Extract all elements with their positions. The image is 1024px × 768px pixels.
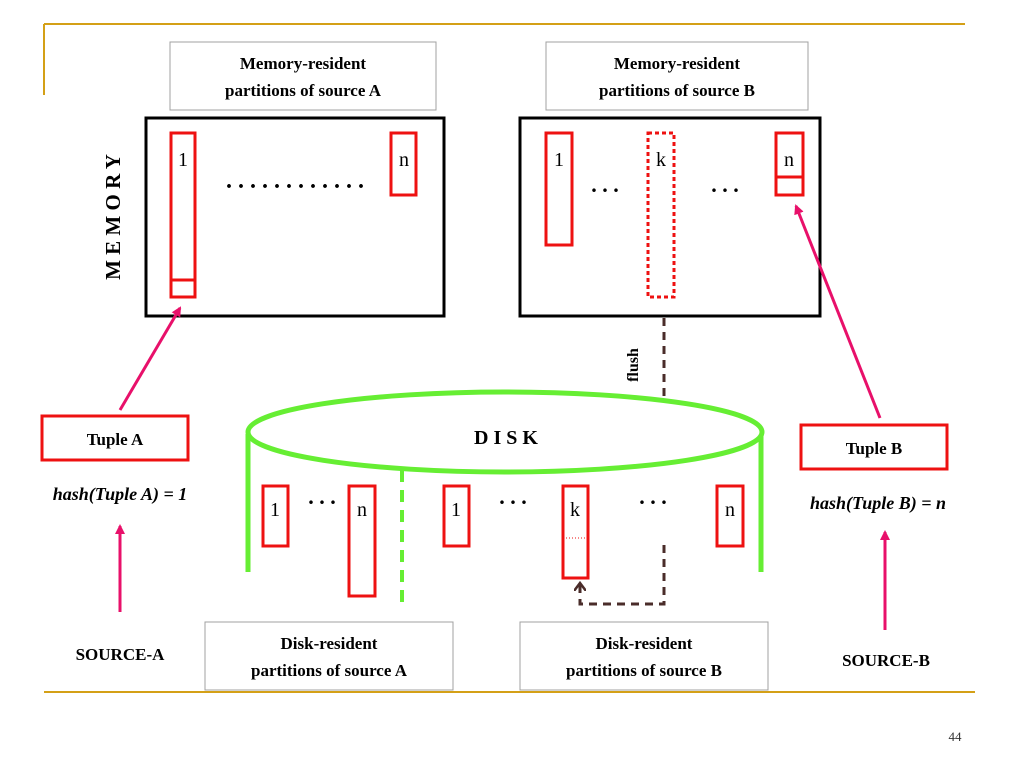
disk-a-caption-line1: Disk-resident (281, 634, 378, 653)
disk-b-caption-line2: partitions of source B (566, 661, 722, 680)
disk-a-caption: Disk-resident partitions of source A (204, 621, 454, 691)
mem-b-partition-1-label: 1 (554, 149, 564, 171)
flush-to-disk-arrow (580, 545, 666, 606)
memory-box-a: 1 . . . . . . . . . . . . n (144, 116, 446, 318)
memory-b-caption-line2: partitions of source B (599, 81, 755, 100)
disk-b-partition-k (561, 484, 590, 580)
memory-a-caption-line1: Memory-resident (240, 54, 367, 73)
disk-b-partition-n (715, 484, 745, 548)
disk-a-partition-n-label: n (357, 499, 367, 521)
disk-b-partition-1 (442, 484, 471, 548)
disk-cylinder: D I S K (245, 389, 765, 604)
mem-b-partition-n-label: n (784, 149, 794, 171)
disk-a-partition-n (347, 484, 377, 598)
memory-b-caption: Memory-resident partitions of source B (545, 41, 809, 111)
memory-a-caption: Memory-resident partitions of source A (169, 41, 437, 111)
mem-b-partition-k-label: k (656, 149, 666, 171)
mem-a-partition-1 (169, 131, 197, 299)
disk-b-dots-right: . . . (639, 484, 667, 509)
mem-b-partition-k-flushed (646, 131, 676, 299)
tuple-a-label: Tuple A (87, 430, 144, 449)
memory-a-caption-line2: partitions of source A (225, 81, 382, 100)
page-number: 44 (949, 729, 963, 744)
disk-a-partition-1 (261, 484, 290, 548)
disk-b-caption: Disk-resident partitions of source B (519, 621, 769, 691)
hash-b-text: hash(Tuple B) = n (810, 493, 946, 514)
disk-b-partition-1-label: 1 (451, 499, 461, 521)
disk-b-partition-n-label: n (725, 499, 735, 521)
mem-b-partition-1 (544, 131, 574, 247)
slide-frame (43, 23, 975, 693)
source-b-label: SOURCE-B (842, 651, 930, 670)
mem-a-partition-n-label: n (399, 149, 409, 171)
memory-b-caption-line1: Memory-resident (614, 54, 741, 73)
disk-partitions-a: 1 . . . n (261, 484, 377, 598)
memory-vertical-label: M E M O R Y (101, 154, 125, 280)
source-a-label: SOURCE-A (76, 645, 166, 664)
flush-label: flush (625, 348, 642, 382)
disk-top-ellipse (245, 389, 765, 475)
disk-label: D I S K (474, 427, 538, 449)
hash-a-text: hash(Tuple A) = 1 (53, 484, 187, 505)
tuple-a-box: Tuple A (40, 414, 190, 462)
disk-a-caption-line2: partitions of source A (251, 661, 408, 680)
flush-connector: flush (625, 318, 666, 410)
mem-b-dots-right: . . . (711, 172, 739, 197)
tuple-b-label: Tuple B (846, 439, 903, 458)
disk-b-caption-line1: Disk-resident (596, 634, 693, 653)
tuple-b-to-memory-arrow (794, 204, 882, 419)
memory-box-b: 1 . . . k . . . n (518, 116, 822, 318)
mem-b-dots-left: . . . (591, 172, 619, 197)
mem-a-partition-n (389, 131, 418, 197)
disk-a-partition-1-label: 1 (270, 499, 280, 521)
disk-b-dots-left: . . . (499, 484, 527, 509)
tuple-b-box: Tuple B (799, 423, 949, 471)
disk-partitions-b: 1 . . . k . . . n (442, 484, 745, 580)
mem-a-partition-1-label: 1 (178, 149, 188, 171)
disk-a-dots: . . . (308, 484, 336, 509)
tuple-a-to-memory-arrow (118, 306, 182, 411)
mem-b-partition-n (774, 131, 805, 197)
mem-a-dots: . . . . . . . . . . . . (226, 168, 364, 194)
disk-b-partition-k-label: k (570, 499, 580, 521)
